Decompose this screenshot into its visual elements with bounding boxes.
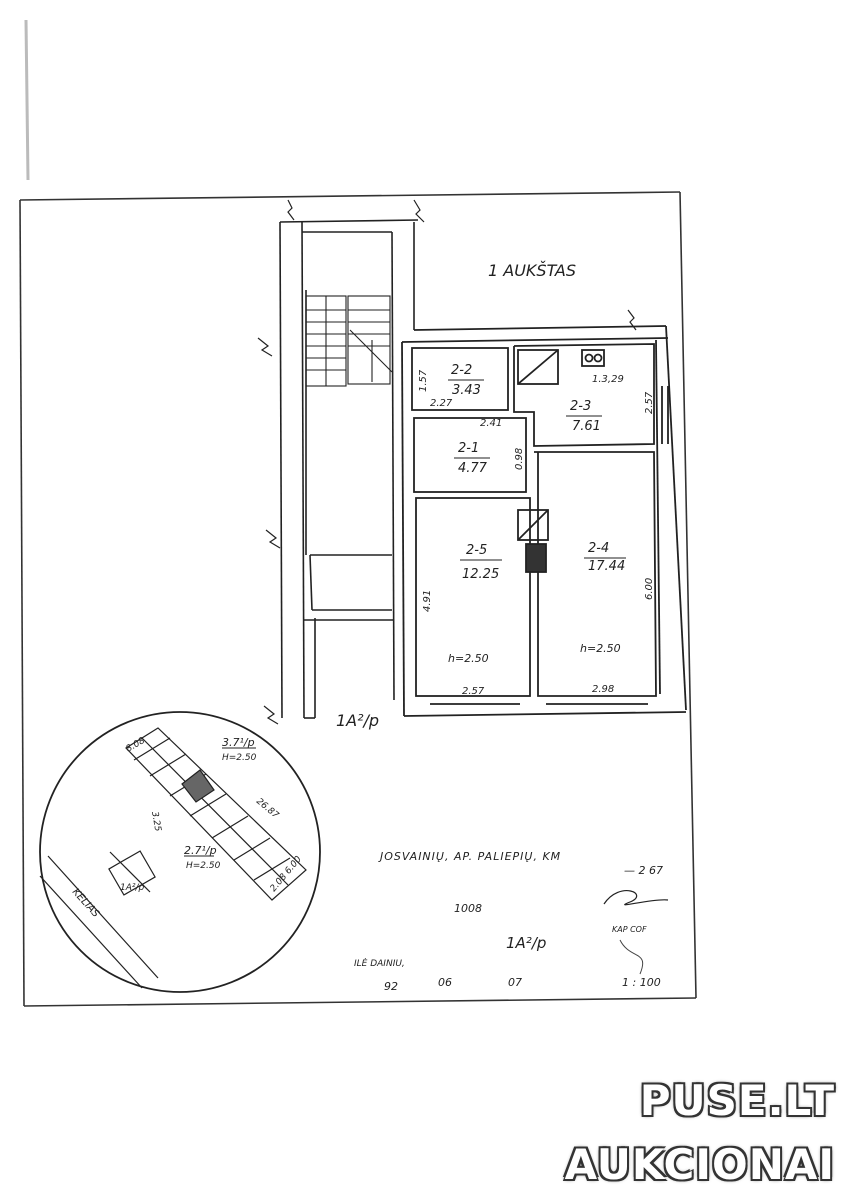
stairwell-walls [279, 219, 419, 719]
site-top-left: 8.08 [125, 736, 148, 755]
room-labels: 2-2 3.43 2-3 7.61 2-1 4.77 2-5 12.25 h=2… [448, 363, 626, 665]
stamp-address: JOSVAINIŲ, AP. PALIEPIŲ, KM [378, 850, 561, 863]
room-2-2-area: 3.43 [452, 383, 481, 398]
sheet-frame [19, 19, 697, 1007]
stamp-cor: KAP COF [612, 925, 647, 934]
room-2-5-id: 2-5 [466, 543, 487, 558]
dim-1-57: 1.57 [418, 369, 429, 392]
site-side: 3.25 [149, 811, 162, 833]
stamp-label-left: ILĖ DAINIU, [354, 958, 405, 969]
dim-1-3-29: 1.3,29 [592, 374, 624, 385]
dim-4-91: 4.91 [422, 590, 433, 612]
room-2-4-area: 17.44 [588, 559, 625, 574]
floor-title: 1 AUKŠTAS [488, 261, 576, 280]
room-2-5-height: h=2.50 [448, 652, 489, 665]
room-2-3-id: 2-3 [570, 399, 591, 414]
break-marks [257, 199, 637, 725]
title-stamp: JOSVAINIŲ, AP. PALIEPIŲ, KM — 2 67 1008 … [354, 850, 669, 993]
room-2-5-area: 12.25 [462, 567, 499, 582]
stamp-number: 1008 [454, 902, 482, 915]
room-2-1-id: 2-1 [458, 441, 479, 456]
site-shed: 1A²/p [120, 883, 145, 893]
dim-2-57-side: 2.57 [644, 391, 655, 414]
stamp-year: 92 [384, 980, 398, 993]
watermark-line1: PUSE.LT [639, 1076, 835, 1125]
dim-2-27: 2.27 [430, 398, 453, 409]
site-length: 26.87 [254, 797, 280, 821]
site-label-bottom-h: H=2.50 [186, 861, 221, 871]
site-label-top: 3.7¹/p [222, 736, 255, 749]
stamp-scale: 1 : 100 [622, 976, 661, 989]
dimension-labels: 1.57 2.27 2.41 0.98 1.3,29 2.57 4.91 6.0… [418, 369, 655, 697]
room-2-1-area: 4.77 [458, 461, 488, 476]
watermark-line2: AUKCIONAI [564, 1140, 835, 1189]
dim-0-98: 0.98 [514, 448, 525, 470]
site-label-bottom: 2.7¹/p [184, 844, 217, 857]
room-2-3-area: 7.61 [572, 419, 601, 434]
dim-2-41: 2.41 [480, 418, 502, 429]
dim-2-98: 2.98 [592, 684, 614, 695]
dim-6-00: 6.00 [644, 578, 655, 600]
apartment-walls [401, 325, 687, 717]
site-label-top-h: H=2.50 [222, 753, 257, 763]
stamp-mark: 1A²/p [506, 934, 546, 952]
stamp-day: 07 [508, 976, 522, 989]
stamp-code: — 2 67 [624, 864, 663, 877]
room-2-4-id: 2-4 [588, 541, 609, 556]
staircase [305, 295, 393, 387]
site-plan-inset: 8.08 3.7¹/p H=2.50 26.87 3.25 2.7¹/p H=2… [39, 711, 321, 993]
room-2-4-height: h=2.50 [580, 642, 621, 655]
dim-2-57: 2.57 [462, 686, 485, 697]
road-label: KELIAS [70, 887, 102, 921]
stamp-month: 06 [438, 976, 452, 989]
building-mark: 1A²/p [336, 711, 379, 730]
room-2-2-id: 2-2 [451, 363, 472, 378]
